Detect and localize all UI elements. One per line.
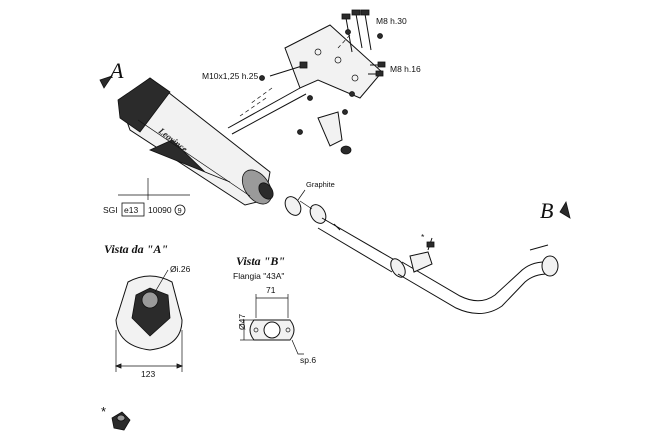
label-width-123: 123	[141, 369, 155, 379]
homologation-mark: SGI e13 10090 9	[103, 178, 190, 217]
bolt-m10	[239, 61, 352, 155]
vista-a-title: Vista da "A"	[104, 242, 168, 256]
star-label-nut: *	[101, 404, 106, 419]
label-m8-h30: M8 h.30	[376, 16, 407, 26]
label-flange-47: Ø47	[237, 314, 247, 330]
vista-b-title: Vista "B"	[236, 254, 285, 268]
label-flange-71: 71	[266, 285, 276, 295]
label-thickness: sp.6	[300, 355, 316, 365]
label-m8-h16: M8 h.16	[390, 64, 421, 74]
view-a-letter: A	[108, 58, 124, 83]
homologation-number: 10090	[148, 205, 172, 215]
muffler	[117, 77, 274, 206]
flange-drawing	[240, 294, 304, 355]
bolt-group-side	[342, 61, 386, 115]
sensor-part	[426, 237, 435, 251]
bolt-group-top	[337, 9, 383, 53]
header-pipe	[397, 244, 559, 314]
label-hole-dia: Øi.26	[170, 264, 191, 274]
spare-nut	[111, 411, 131, 431]
homologation-circled: 9	[178, 206, 182, 215]
connecting-pipe	[317, 217, 406, 278]
label-graphite: Graphite	[306, 180, 335, 189]
star-label-pipe: *	[421, 232, 425, 242]
flangia-label: Flangia "43A"	[233, 271, 284, 281]
homologation-e-mark: e13	[124, 205, 138, 215]
homologation-prefix: SGI	[103, 205, 118, 215]
graphite-gasket	[284, 189, 327, 224]
view-b-letter: B	[540, 198, 553, 223]
view-a-arrow	[99, 75, 113, 89]
mounting-bracket	[227, 24, 383, 147]
vista-a-drawing	[114, 269, 184, 372]
view-b-arrow	[559, 200, 571, 219]
label-m10: M10x1,25 h.25	[202, 71, 259, 81]
